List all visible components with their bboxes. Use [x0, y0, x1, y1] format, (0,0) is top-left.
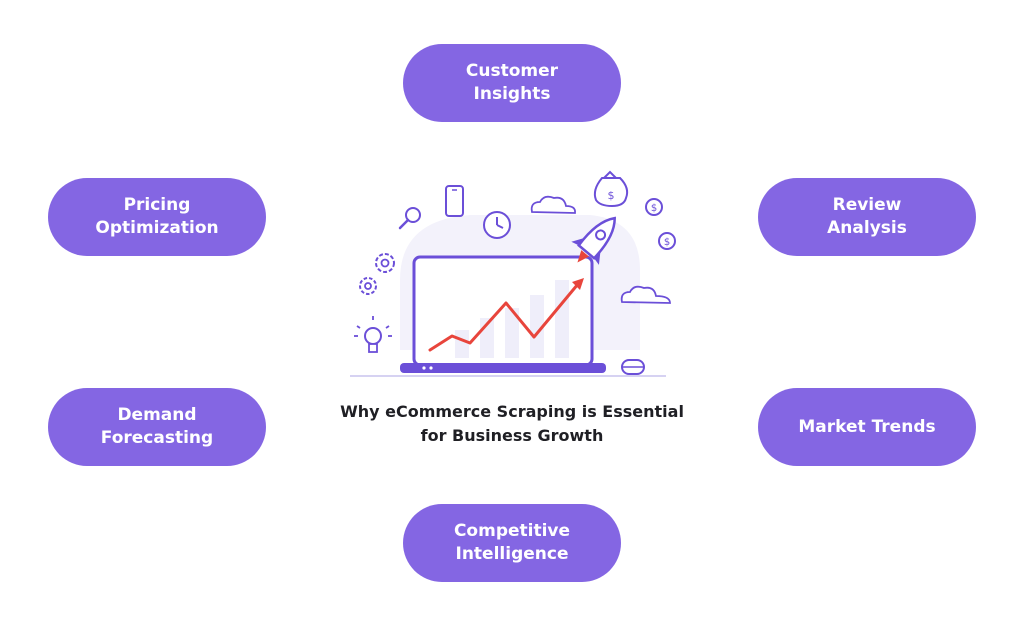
node-label-line: Customer [465, 61, 559, 81]
node-label-line: Insights [473, 84, 551, 104]
magnifier-icon [398, 207, 421, 230]
node-label-line: Market Trends [798, 416, 936, 437]
node-label-line: Optimization [95, 218, 219, 238]
node-market-trends: Market Trends [758, 388, 976, 466]
trend-arrow [428, 278, 584, 352]
coin-symbol: $ [664, 237, 670, 248]
node-pricing-optimization: Pricing Optimization [48, 178, 266, 256]
center-title: Why eCommerce Scraping is Essential for … [312, 400, 712, 448]
node-label-line: Competitive [453, 521, 571, 541]
node-customer-insights: Customer Insights [403, 44, 621, 122]
node-label-line: Forecasting [100, 428, 214, 448]
cloud-icon [530, 195, 576, 214]
center-title-line: Why eCommerce Scraping is Essential [340, 402, 684, 421]
node-label-line: Intelligence [455, 544, 569, 564]
node-demand-forecasting: Demand Forecasting [48, 388, 266, 466]
node-label-line: Analysis [827, 218, 907, 238]
smartphone-icon [445, 185, 464, 217]
money-bag-symbol: $ [608, 189, 615, 202]
node-label-line: Demand [117, 405, 197, 425]
gear-icon [375, 253, 395, 273]
cloud-icon [620, 285, 671, 304]
node-review-analysis: Review Analysis [758, 178, 976, 256]
node-label-line: Pricing [123, 195, 191, 215]
lightbulb-icon [354, 316, 392, 353]
center-title-line: for Business Growth [420, 426, 604, 445]
coin-symbol: $ [651, 203, 657, 214]
rocket-icon [571, 216, 616, 265]
mouse-icon [621, 359, 645, 375]
dollar-coin-icon: $ [658, 232, 676, 250]
ecommerce-illustration: $ $ $ [350, 170, 676, 377]
dollar-coin-icon: $ [645, 198, 663, 216]
node-label-line: Review [832, 195, 902, 215]
gear-icon [359, 277, 377, 295]
clock-icon [483, 211, 511, 239]
node-competitive-intelligence: Competitive Intelligence [403, 504, 621, 582]
money-bag-icon: $ [593, 170, 629, 208]
